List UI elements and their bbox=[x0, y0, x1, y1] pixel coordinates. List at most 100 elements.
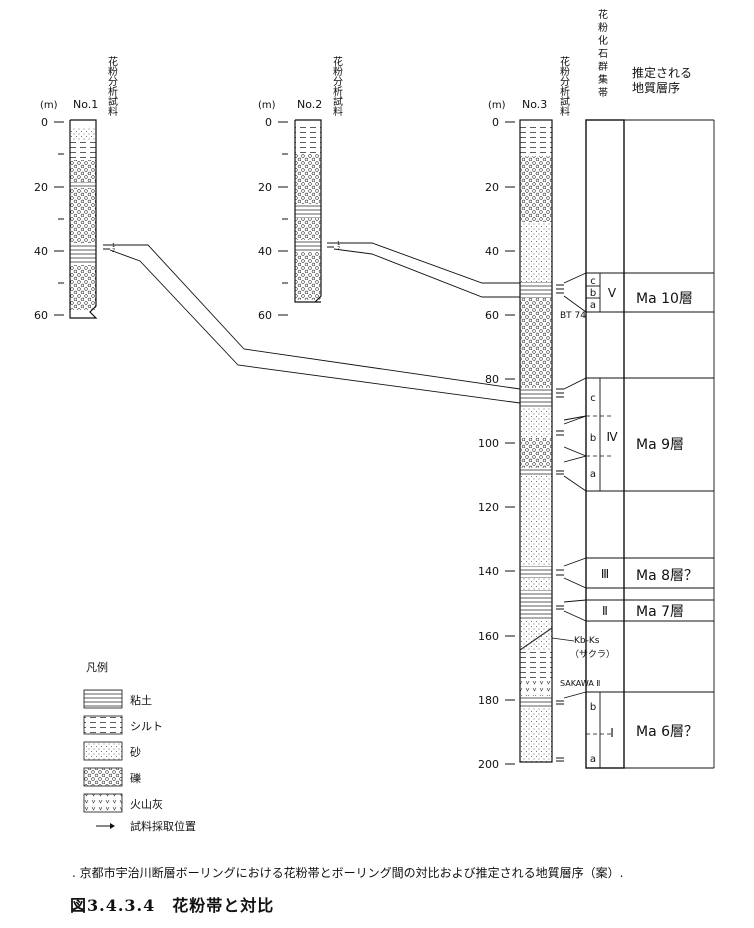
legend-label: 試料採取位置 bbox=[130, 819, 196, 833]
strat-layer-label: Ma 10層 bbox=[636, 291, 693, 307]
connector-zone-v bbox=[563, 272, 587, 284]
strat-layer-label: Ma 7層 bbox=[636, 604, 684, 620]
tick-label: 160 bbox=[478, 630, 499, 643]
sample-markers-no3 bbox=[556, 284, 564, 762]
correlation-line-no2-no3-upper bbox=[334, 242, 520, 284]
zone-table: 花粉化石群集帯 推定される 地質層序 c b a V Ma 10層 c b a … bbox=[585, 8, 715, 769]
tick-label: 0 bbox=[41, 116, 48, 129]
legend-item-gravel: 礫 bbox=[83, 767, 141, 787]
depth-axis-no1: 0 20 40 60 bbox=[34, 116, 64, 322]
subzone-label: a bbox=[590, 754, 596, 765]
marker-sakura: （サクラ） bbox=[570, 649, 615, 660]
figure-caption: . 京都市宇治川断層ボーリングにおける花粉帯とボーリング間の対比および推定される… bbox=[72, 866, 624, 880]
sample-markers-no2: 1 2 bbox=[327, 241, 340, 252]
connector-zone-iv-b bbox=[563, 415, 587, 425]
zone-v: c b a V Ma 10層 bbox=[590, 276, 693, 311]
connector-zone-i bbox=[563, 691, 587, 699]
legend-label: 砂 bbox=[130, 746, 141, 759]
figure-title: 図3.4.3.4 花粉帯と対比 bbox=[70, 896, 275, 915]
tick-label: 80 bbox=[485, 373, 499, 386]
strat-layer-label: Ma 9層 bbox=[636, 437, 684, 453]
legend-item-clay: 粘土 bbox=[83, 689, 152, 709]
connector-zone-ii bbox=[563, 599, 587, 603]
connector-zone-iii bbox=[563, 557, 587, 567]
correlation-line-no2-no3-lower bbox=[333, 248, 520, 298]
zone-numeral: Ⅳ bbox=[606, 430, 617, 444]
tick-label: 20 bbox=[34, 181, 48, 194]
legend-label: 火山灰 bbox=[130, 797, 163, 811]
tick-label: 20 bbox=[485, 181, 499, 194]
tick-label: 40 bbox=[34, 245, 48, 258]
legend-label: 礫 bbox=[130, 771, 141, 785]
legend-item-silt: シルト bbox=[83, 715, 163, 735]
marker-bt74: BT 74 bbox=[560, 311, 586, 321]
tick-label: 60 bbox=[258, 309, 272, 322]
strat-header-line2: 地質層序 bbox=[632, 80, 680, 95]
marker-sakawa: SAKAWA Ⅱ bbox=[560, 679, 600, 688]
legend-label: 粘土 bbox=[130, 693, 152, 707]
zone-i: b a I Ma 6層？ bbox=[590, 702, 698, 765]
subzone-label: b bbox=[590, 702, 596, 713]
subzone-label: b bbox=[590, 288, 596, 299]
core-log-no3 bbox=[519, 119, 553, 763]
tick-label: 0 bbox=[492, 116, 499, 129]
tick-label: 200 bbox=[478, 758, 499, 771]
tick-label: 20 bbox=[258, 181, 272, 194]
tick-label: 40 bbox=[485, 245, 499, 258]
zone-ii: Ⅱ Ma 7層 bbox=[602, 604, 684, 620]
column-no3: (m) No.3 花粉分析試料 0 20 40 60 80 100 120 14… bbox=[478, 55, 615, 771]
depth-axis-no2: 0 20 40 60 bbox=[258, 116, 288, 322]
strat-header-line1: 推定される bbox=[632, 65, 692, 80]
subzone-label: a bbox=[590, 300, 596, 311]
tick-label: 60 bbox=[34, 309, 48, 322]
depth-axis-no3: 0 20 40 60 80 100 120 140 160 180 200 bbox=[478, 116, 515, 771]
tick-label: 120 bbox=[478, 501, 499, 514]
connector-zone-ii-low bbox=[563, 610, 587, 622]
correlation-line-no1-no3-upper bbox=[110, 244, 521, 390]
zone-iv: c b a Ⅳ Ma 9層 bbox=[590, 393, 684, 480]
marker-kbks: Kb-Ks bbox=[574, 636, 600, 646]
marker-kbks-leader bbox=[551, 637, 575, 642]
tick-label: 100 bbox=[478, 437, 499, 450]
legend-item-sand: 砂 bbox=[83, 741, 141, 761]
legend-label: シルト bbox=[130, 720, 163, 733]
subzone-label: c bbox=[590, 393, 596, 404]
connector-zone-iv-a bbox=[563, 446, 588, 463]
connector-zone-iv-low bbox=[563, 475, 587, 492]
strat-layer-label: Ma 8層？ bbox=[636, 568, 698, 584]
zone-numeral: I bbox=[610, 726, 614, 740]
column-name-no1: No.1 bbox=[73, 98, 98, 111]
tick-label: 180 bbox=[478, 694, 499, 707]
tick-label: 40 bbox=[258, 245, 272, 258]
subzone-label: b bbox=[590, 433, 596, 444]
core-log-no1 bbox=[69, 119, 98, 319]
tick-label: 60 bbox=[485, 309, 499, 322]
sample-label-no2: 花粉分析試料 bbox=[333, 55, 343, 118]
sample-number: 1 bbox=[337, 241, 340, 247]
sample-label-no3: 花粉分析試料 bbox=[560, 55, 570, 118]
legend-item-ash: 火山灰 bbox=[83, 793, 163, 813]
sample-number: 1 bbox=[112, 243, 115, 249]
depth-unit-no1: (m) bbox=[40, 100, 58, 111]
core-log-no2 bbox=[294, 119, 322, 303]
arrow-icon bbox=[110, 823, 115, 829]
zone-numeral: Ⅱ bbox=[602, 604, 608, 618]
column-no1: (m) No.1 花粉分析試料 0 20 40 60 bbox=[34, 55, 118, 322]
connector-zone-v-low bbox=[563, 295, 587, 313]
column-name-no3: No.3 bbox=[522, 98, 547, 111]
sample-label-no1: 花粉分析試料 bbox=[108, 55, 118, 118]
zone-column-header: 花粉化石群集帯 bbox=[598, 8, 608, 99]
tick-label: 140 bbox=[478, 565, 499, 578]
zone-numeral: Ⅲ bbox=[601, 567, 609, 581]
depth-unit-no3: (m) bbox=[488, 100, 506, 111]
depth-unit-no2: (m) bbox=[258, 100, 276, 111]
subzone-label: c bbox=[590, 276, 596, 287]
legend-item-sample-position: 試料採取位置 bbox=[96, 819, 196, 833]
connector-zone-iii-low bbox=[563, 577, 587, 589]
tick-label: 0 bbox=[265, 116, 272, 129]
subzone-label: a bbox=[590, 469, 596, 480]
column-name-no2: No.2 bbox=[297, 98, 322, 111]
legend: 凡例 粘土 シルト 砂 礫 火山灰 試料採取位置 bbox=[83, 660, 196, 833]
connector-zone-iv bbox=[563, 377, 587, 390]
